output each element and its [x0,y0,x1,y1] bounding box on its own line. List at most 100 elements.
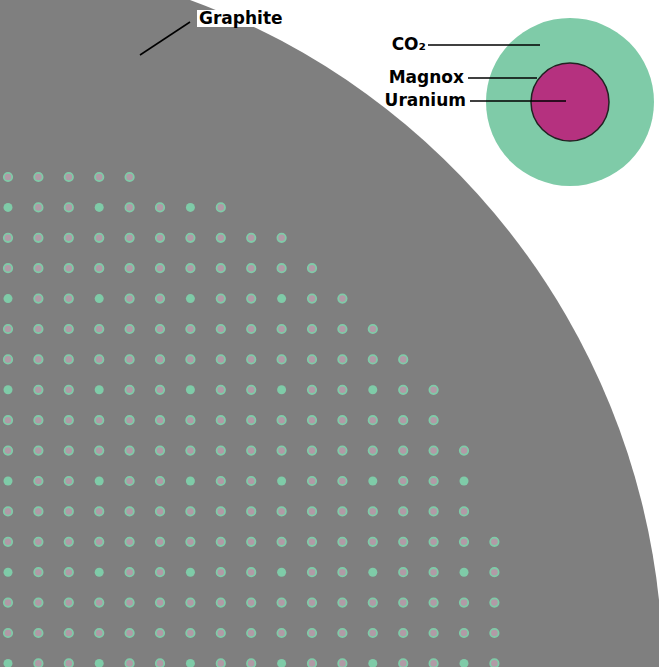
fuel-channel [217,507,225,515]
fuel-channel [217,629,225,637]
fuel-channel [217,294,225,302]
fuel-channels [4,173,499,667]
fuel-channel [125,355,133,363]
fuel-channel [217,203,225,211]
fuel-channel [277,446,285,454]
fuel-channel [247,446,255,454]
fuel-channel [277,507,285,515]
fuel-channel [156,598,164,606]
fuel-channel [369,538,377,546]
fuel-channel [247,629,255,637]
fuel-channel [34,173,42,181]
fuel-channel [65,294,73,302]
material-label: Graphite [197,10,285,27]
fuel-channel [156,203,164,211]
fuel-channel [65,568,73,576]
fuel-channel [156,629,164,637]
fuel-channel [65,629,73,637]
fuel-channel [125,325,133,333]
fuel-channel [369,355,377,363]
fuel-channel [217,264,225,272]
fuel-channel [217,234,225,242]
fuel-channel [308,659,316,667]
control-channel [95,568,104,577]
fuel-channel [429,446,437,454]
fuel-channel [429,629,437,637]
fuel-channel [34,264,42,272]
fuel-channel [156,568,164,576]
control-channel [95,477,104,486]
fuel-channel [247,386,255,394]
fuel-channel [156,659,164,667]
fuel-channel [369,507,377,515]
fuel-channel [338,598,346,606]
fuel-channel [277,234,285,242]
fuel-channel [186,264,194,272]
control-channel [95,203,104,212]
fuel-channel [217,386,225,394]
fuel-channel [399,568,407,576]
fuel-channel [490,659,498,667]
fuel-channel [156,355,164,363]
fuel-channel [217,416,225,424]
control-channel [95,294,104,303]
fuel-channel [247,538,255,546]
fuel-channel [125,629,133,637]
fuel-channel [490,568,498,576]
fuel-channel [217,355,225,363]
fuel-channel [34,355,42,363]
fuel-channel [338,507,346,515]
fuel-channel [4,507,12,515]
fuel-channel [125,386,133,394]
fuel-channel [156,264,164,272]
fuel-channel [186,234,194,242]
fuel-channel [125,173,133,181]
fuel-channel [399,477,407,485]
fuel-channel [125,659,133,667]
fuel-channel [34,659,42,667]
fuel-channel [217,477,225,485]
fuel-channel [247,507,255,515]
fuel-channel [4,416,12,424]
fuel-channel [369,629,377,637]
fuel-channel [399,598,407,606]
leader-line [428,44,540,46]
control-channel [4,568,13,577]
fuel-channel [277,264,285,272]
leader-line [140,22,190,55]
fuel-channel [490,629,498,637]
fuel-channel [65,507,73,515]
fuel-channel [217,598,225,606]
fuel-channel [34,507,42,515]
fuel-channel [34,294,42,302]
fuel-channel [338,629,346,637]
fuel-channel [277,416,285,424]
fuel-channel [125,203,133,211]
fuel-channel [65,203,73,211]
leader-line [470,100,566,102]
fuel-channel [34,386,42,394]
control-channel [368,385,377,394]
fuel-channel [429,386,437,394]
fuel-channel [277,629,285,637]
fuel-channel [247,325,255,333]
fuel-channel [429,477,437,485]
fuel-channel [95,264,103,272]
fuel-channel [429,507,437,515]
control-channel [186,385,195,394]
control-channel [277,385,286,394]
control-channel [4,385,13,394]
fuel-channel [34,325,42,333]
fuel-channel [277,538,285,546]
fuel-channel [308,294,316,302]
fuel-channel [95,355,103,363]
fuel-channel [217,325,225,333]
fuel-channel [65,355,73,363]
fuel-channel [34,203,42,211]
fuel-channel [460,598,468,606]
fuel-channel [369,325,377,333]
fuel-channel [338,568,346,576]
fuel-channel [247,355,255,363]
